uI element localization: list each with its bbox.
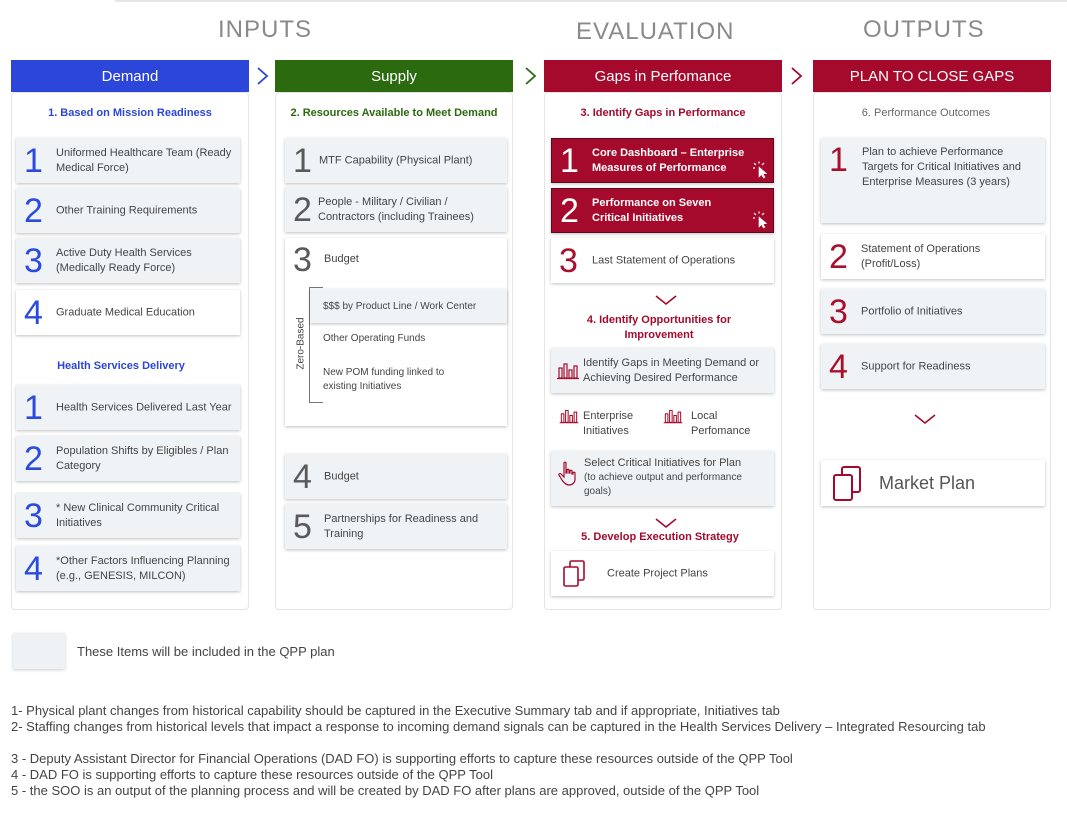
critical-initiatives-item[interactable]: 2 Performance on Seven Critical Initiati… [551, 188, 774, 233]
legend-swatch [13, 633, 65, 669]
list-item: 1 MTF Capability (Physical Plant) [285, 138, 507, 183]
chevron-down-icon [655, 295, 677, 306]
list-item: 5 Partnerships for Readiness and Trainin… [285, 504, 507, 549]
bar-chart-icon [559, 409, 579, 424]
list-item: 4 Support for Readiness [821, 344, 1045, 389]
gaps-subtitle: 3. Identify Gaps in Performance [580, 107, 746, 119]
bar-chart-icon [557, 363, 579, 380]
execution-subtitle: 5. Develop Execution Strategy [581, 531, 739, 543]
list-item: 4 Budget [285, 454, 507, 499]
cursor-click-icon [753, 161, 768, 179]
health-services-subtitle: Health Services Delivery [57, 360, 185, 372]
footnote: 2- Staffing changes from historical leve… [11, 719, 986, 734]
copy-document-icon [833, 466, 861, 501]
list-item: 4 *Other Factors Influencing Planning (e… [16, 546, 240, 591]
identify-gaps-item: Identify Gaps in Meeting Demand or Achie… [551, 348, 774, 393]
list-item: 2 Statement of Operations (Profit/Loss) [821, 234, 1045, 279]
chevron-right-icon [525, 67, 537, 85]
top-divider [115, 0, 1067, 2]
plan-header: PLAN TO CLOSE GAPS [813, 60, 1051, 92]
outputs-title: OUTPUTS [863, 16, 985, 43]
list-item: 2 Other Training Requirements [16, 188, 240, 233]
inputs-title: INPUTS [218, 16, 313, 43]
plan-subtitle: 6. Performance Outcomes [861, 107, 991, 119]
hand-pointer-icon [558, 461, 576, 486]
demand-header: Demand [11, 60, 249, 92]
list-item: 3 Active Duty Health Services (Medically… [16, 238, 240, 283]
select-initiatives-item: Select Critical Initiatives for Plan (to… [551, 451, 774, 506]
chevron-down-icon [655, 518, 677, 529]
cursor-click-icon [753, 211, 768, 229]
budget-subitem: New POM funding linked to existing Initi… [323, 367, 445, 392]
footnote: 4 - DAD FO is supporting efforts to capt… [11, 767, 493, 782]
chevron-right-icon [257, 67, 269, 85]
gaps-header: Gaps in Perfomance [544, 60, 782, 92]
list-item: 1 Health Services Delivered Last Year [16, 385, 240, 430]
copy-document-icon [563, 560, 585, 587]
footnote: 3 - Deputy Assistant Director for Financ… [11, 751, 793, 766]
enterprise-initiatives-label: Enterprise Initiatives [583, 410, 634, 437]
market-plan-item: Market Plan [821, 460, 1045, 506]
chevron-right-icon [791, 67, 803, 85]
list-item: 4 Graduate Medical Education [16, 290, 240, 335]
budget-subitem: Other Operating Funds [323, 333, 426, 344]
budget-subitem: $$$ by Product Line / Work Center [310, 289, 507, 323]
evaluation-title: EVALUATION [576, 18, 735, 45]
list-item: 3 Portfolio of Initiatives [821, 289, 1045, 334]
budget-card: 3 Budget [285, 238, 507, 426]
chevron-down-icon [914, 414, 936, 425]
opportunities-subtitle: 4. Identify Opportunities for Improvemen… [586, 314, 732, 341]
supply-subtitle: 2. Resources Available to Meet Demand [290, 107, 498, 119]
zero-based-bracket [309, 287, 323, 403]
zero-based-label: Zero-Based [295, 317, 307, 370]
list-item: 3 Last Statement of Operations [551, 238, 774, 283]
legend-label: These Items will be included in the QPP … [77, 644, 335, 659]
create-plans-item: Create Project Plans [551, 551, 774, 596]
list-item: 2 Population Shifts by Eligibles / Plan … [16, 436, 240, 481]
demand-subtitle: 1. Based on Mission Readiness [48, 107, 212, 119]
list-item: 1 Plan to achieve Performance Targets fo… [821, 138, 1045, 223]
bar-chart-icon [663, 409, 683, 424]
list-item: 1 Uniformed Healthcare Team (Ready Medic… [16, 138, 240, 183]
list-item: 2 People - Military / Civilian / Contrac… [285, 187, 507, 232]
core-dashboard-item[interactable]: 1 Core Dashboard – Enterprise Measures o… [551, 138, 774, 183]
supply-header: Supply [275, 60, 513, 92]
footnote: 1- Physical plant changes from historica… [11, 703, 780, 718]
footnote: 5 - the SOO is an output of the planning… [11, 783, 760, 798]
list-item: 3 * New Clinical Community Critical Init… [16, 493, 240, 538]
local-performance-label: Local Perfomance [691, 410, 751, 437]
